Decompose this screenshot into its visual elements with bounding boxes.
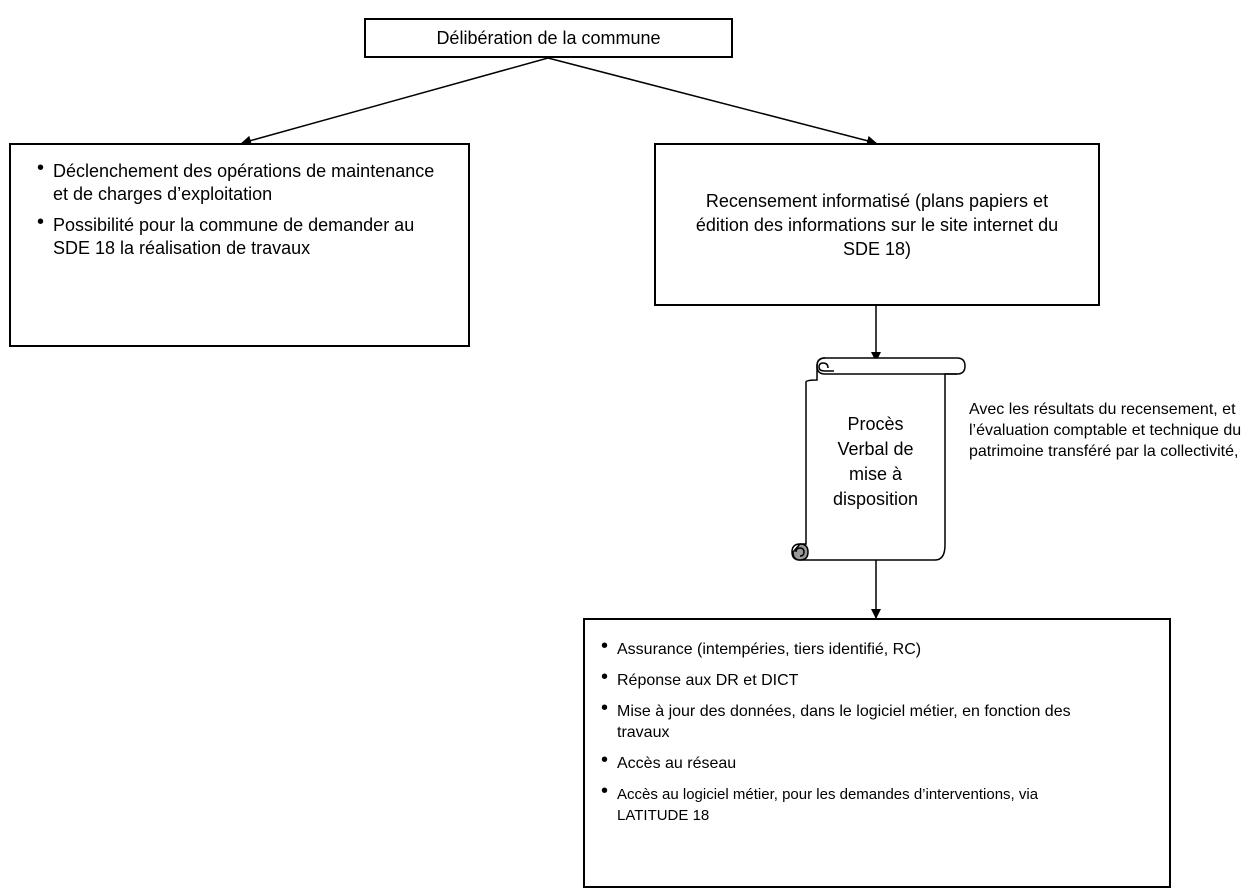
list-item: Déclenchement des opérations de maintena… — [37, 157, 454, 206]
side-note: Avec les résultats du recensement, et l’… — [969, 399, 1251, 462]
side-note-text: Avec les résultats du recensement, et l’… — [969, 401, 1242, 460]
list-item: Assurance (intempéries, tiers identifié,… — [601, 636, 1157, 660]
list-item: Accès au logiciel métier, pour les deman… — [601, 781, 1077, 826]
bottom-box-list: Assurance (intempéries, tiers identifié,… — [601, 636, 1157, 826]
list-item: Possibilité pour la commune de demander … — [37, 211, 454, 260]
right-box-label: Recensement informatisé (plans papiers e… — [695, 190, 1059, 259]
scroll-label: Procès Verbal de mise à disposition — [832, 414, 919, 509]
bottom-box: Assurance (intempéries, tiers identifié,… — [583, 618, 1171, 888]
arrow-top-to-left — [241, 57, 549, 146]
arrow-top-to-right — [547, 57, 877, 146]
list-item: Accès au réseau — [601, 750, 1157, 774]
list-item: Mise à jour des données, dans le logicie… — [601, 698, 1077, 743]
left-box-list: Déclenchement des opérations de maintena… — [37, 157, 454, 260]
list-item: Réponse aux DR et DICT — [601, 667, 1157, 691]
left-box: Déclenchement des opérations de maintena… — [9, 143, 470, 347]
scroll-shape — [791, 357, 966, 561]
right-box: Recensement informatisé (plans papiers e… — [654, 143, 1100, 306]
top-box-label: Délibération de la commune — [436, 27, 661, 48]
scroll-label-wrap: Procès Verbal de mise à disposition — [806, 380, 945, 544]
top-box: Délibération de la commune — [364, 18, 733, 58]
